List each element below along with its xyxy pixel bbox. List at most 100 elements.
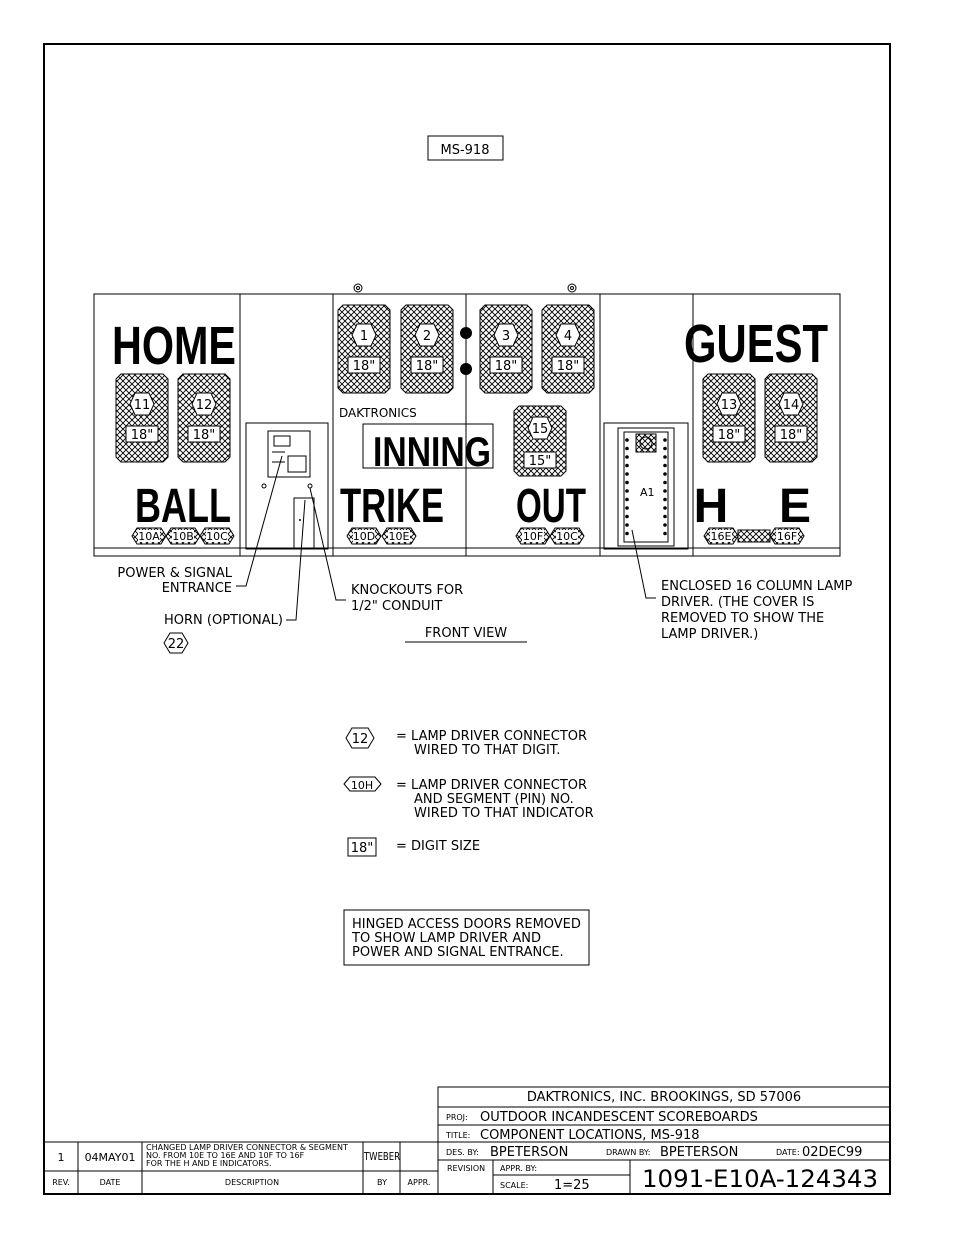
- digit-connector-number: 11: [134, 398, 151, 413]
- drawing-title: COMPONENT LOCATIONS, MS-918: [480, 1128, 700, 1143]
- indicator-code-bg: [388, 530, 410, 542]
- digit-connector-hex: [716, 392, 742, 416]
- project-name: OUTDOOR INCANDESCENT SCOREBOARDS: [480, 1110, 758, 1125]
- label-h: H: [694, 480, 729, 533]
- digit-module-2: 218": [400, 304, 454, 394]
- digits-layer: 118"218"318"418"1118"1218"1318"1418"1515…: [115, 304, 818, 477]
- driver-terminal: [625, 446, 629, 451]
- indicator-code: 10D: [353, 530, 375, 543]
- legend-indicator-line2: AND SEGMENT (PIN) NO.: [414, 792, 574, 807]
- digit-connector-number: 1: [360, 329, 368, 344]
- rev-desc-line2: NO. FROM 10E TO 16E AND 10F TO 16F: [146, 1151, 305, 1160]
- digit-size-box: [410, 356, 444, 374]
- legend-digit-symbol: [345, 727, 375, 749]
- driver-terminal: [663, 446, 667, 451]
- indicator-code-bg: [710, 530, 732, 542]
- rev-number: 1: [58, 1151, 65, 1164]
- driver-terminal: [625, 489, 629, 493]
- digit-size-box: [523, 451, 557, 469]
- digit-connector-number: 3: [502, 329, 510, 344]
- note-line2: TO SHOW LAMP DRIVER AND: [351, 931, 541, 946]
- digit-connector-number: 4: [564, 329, 572, 344]
- digit-connector-hex: [414, 323, 440, 347]
- driver-terminal: [625, 523, 629, 527]
- model-tag: MS-918: [441, 143, 490, 158]
- digit-connector-number: 13: [721, 398, 738, 413]
- indicator-10A: 10A: [131, 527, 167, 545]
- legend: 12 = LAMP DRIVER CONNECTOR WIRED TO THAT…: [343, 727, 594, 857]
- drawing-number: 1091-E10A-124343: [642, 1165, 878, 1193]
- rev-desc-line1: CHANGED LAMP DRIVER CONNECTOR & SEGMENT: [146, 1143, 348, 1152]
- digit-size-box: [774, 425, 808, 443]
- digit-size-label: 18": [780, 428, 803, 443]
- indicator-16F: 16F: [769, 527, 805, 545]
- indicator-10C: 10C: [549, 527, 585, 545]
- label-inning: INNING: [373, 428, 491, 475]
- revision-label: REVISION: [447, 1164, 485, 1173]
- digit-module-3: 3 18": [479, 304, 533, 394]
- driver-terminal: [625, 455, 629, 459]
- indicator-10E: 10E: [381, 527, 417, 545]
- rev-date: 04MAY01: [85, 1151, 136, 1164]
- indicator-10C: 10C: [199, 527, 235, 545]
- legend-indicator-line1: = LAMP DRIVER CONNECTOR: [396, 778, 587, 793]
- callout-power-signal: POWER & SIGNAL ENTRANCE: [117, 455, 283, 596]
- digit-connector-hex: [351, 323, 377, 347]
- callout-enclosed-line2: DRIVER. (THE COVER IS: [661, 595, 814, 610]
- digit-size-label: 18": [718, 428, 741, 443]
- callout-horn-label: HORN (OPTIONAL): [164, 613, 283, 628]
- digit-size-label: 18": [557, 359, 580, 374]
- lamp-driver-enclosure: [603, 422, 689, 550]
- indicator-code: 16E: [711, 530, 732, 543]
- driver-terminal: [625, 480, 629, 485]
- des-label: DES. BY:: [446, 1148, 479, 1157]
- lifting-eye-right: [567, 283, 577, 293]
- digit-module-11: 11 18": [115, 373, 169, 463]
- legend-size-value: 18": [351, 841, 374, 856]
- indicator-code: 10C: [556, 530, 578, 543]
- scale-label: SCALE:: [500, 1181, 528, 1190]
- callout-enclosed-line1: ENCLOSED 16 COLUMN LAMP: [661, 579, 852, 594]
- legend-indicator-code: 10H: [351, 779, 373, 792]
- indicator-code-bg: [776, 530, 798, 542]
- drawing-date: 02DEC99: [802, 1145, 862, 1160]
- hdr-description: DESCRIPTION: [225, 1178, 279, 1187]
- digit-size-label: 18": [495, 359, 518, 374]
- digit-size-label: 18": [131, 428, 154, 443]
- driver-terminal: [625, 531, 629, 536]
- knockout-hole: [307, 483, 313, 489]
- driver-terminal: [625, 472, 629, 476]
- digit-connector-number: 2: [423, 329, 431, 344]
- driver-terminal: [625, 463, 629, 468]
- digit-connector-hex: [527, 416, 553, 440]
- digit-size-box: [489, 356, 523, 374]
- colon-dot-top: [460, 327, 472, 339]
- digit-module-1: 118": [337, 304, 391, 394]
- driver-terminal: [663, 472, 667, 476]
- indicator-code: 10C: [206, 530, 228, 543]
- appr-label: APPR. BY:: [500, 1164, 537, 1173]
- digit-size-label: 15": [529, 454, 552, 469]
- digit-connector-number: 14: [783, 398, 800, 413]
- legend-indicator-line3: WIRED TO THAT INDICATOR: [414, 806, 594, 821]
- legend-digit-line2: WIRED TO THAT DIGIT.: [414, 743, 560, 758]
- drawn-label: DRAWN BY:: [606, 1148, 650, 1157]
- note-box: HINGED ACCESS DOORS REMOVED TO SHOW LAMP…: [343, 909, 590, 966]
- indicator-code: 10A: [138, 530, 160, 543]
- callout-horn: HORN (OPTIONAL) 22: [163, 499, 306, 654]
- lifting-eye-left: [353, 283, 363, 293]
- digit-size-box: [125, 425, 159, 443]
- callout-enclosed-driver: ENCLOSED 16 COLUMN LAMP DRIVER. (THE COV…: [631, 529, 852, 642]
- legend-digit-line1: = LAMP DRIVER CONNECTOR: [396, 729, 587, 744]
- label-e: E: [779, 480, 811, 533]
- callout-enclosed-line3: REMOVED TO SHOW THE: [661, 611, 824, 626]
- callout-enclosed-line4: LAMP DRIVER.): [661, 627, 758, 642]
- indicator-code: 10B: [172, 530, 194, 543]
- title-label: TITLE:: [445, 1131, 470, 1140]
- digit-connector-number: 12: [196, 398, 213, 413]
- digit-connector-hex: [191, 392, 217, 416]
- driver-terminal: [625, 506, 629, 510]
- indicator-10F: 10F: [515, 527, 551, 545]
- digit-connector-hex: [493, 323, 519, 347]
